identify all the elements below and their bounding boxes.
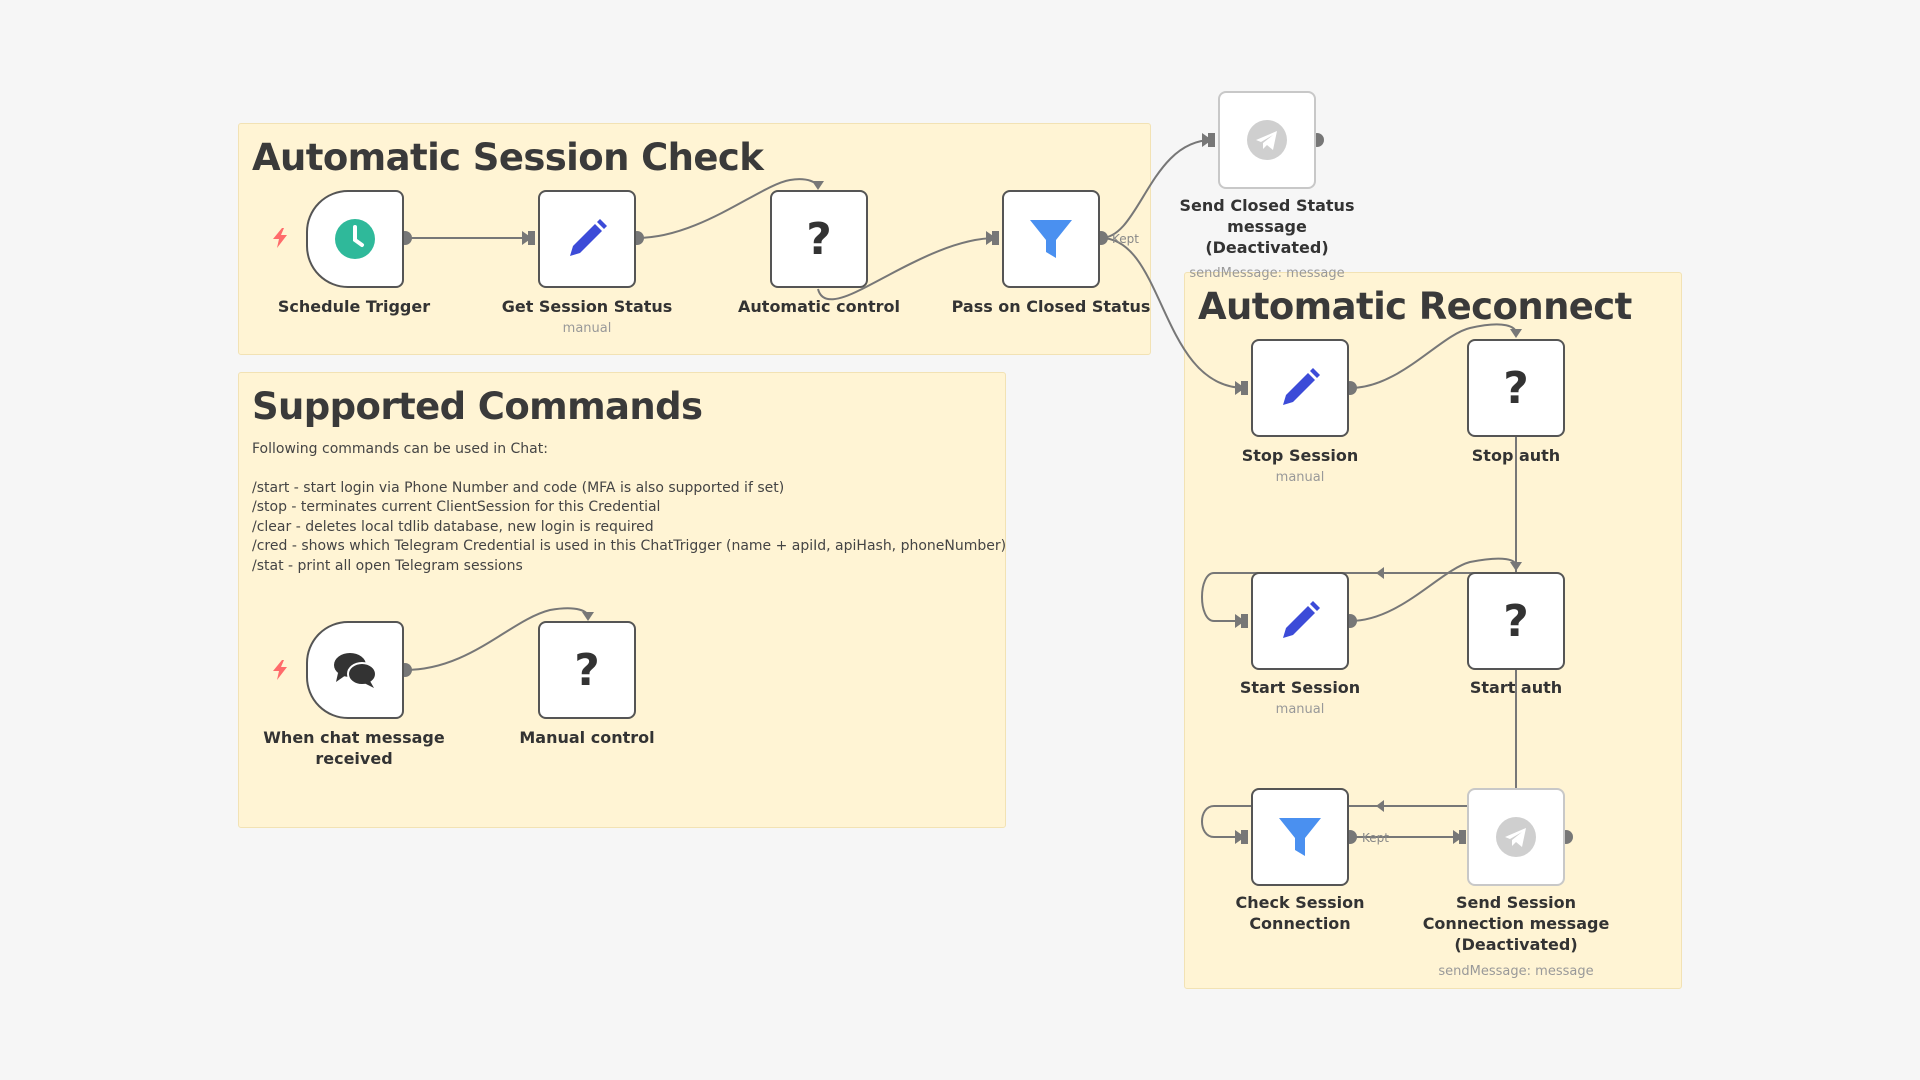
- node-pass-on-closed-status[interactable]: [1002, 190, 1100, 288]
- node-stop-auth[interactable]: ?: [1467, 339, 1565, 437]
- edge-label-kept-2: Kept: [1362, 831, 1389, 845]
- group-title: Automatic Session Check: [252, 136, 764, 179]
- node-label: Stop Session: [1241, 446, 1359, 465]
- edge-start-session-to-start-auth: [1349, 557, 1517, 622]
- node-label: Automatic control: [738, 297, 900, 316]
- node-subtitle: sendMessage: message: [1438, 964, 1594, 979]
- node-start-auth[interactable]: ?: [1467, 572, 1565, 670]
- edge-label-kept-1: Kept: [1112, 232, 1139, 246]
- node-subtitle: manual: [1275, 702, 1325, 717]
- node-schedule-trigger[interactable]: [306, 190, 404, 288]
- commands-intro: Following commands can be used in Chat:: [252, 441, 548, 457]
- label-line: Connection message: [1422, 914, 1610, 933]
- command-clear: /clear - deletes local tdlib database, n…: [252, 518, 654, 535]
- command-stop: /stop - terminates current ClientSession…: [252, 499, 661, 516]
- command-cred: /cred - shows which Telegram Credential …: [252, 538, 1007, 555]
- question-icon: ?: [806, 213, 832, 265]
- edge-chat-to-manual-control: [404, 607, 589, 671]
- pencil-icon: [570, 219, 607, 256]
- node-label: Manual control: [519, 728, 655, 747]
- pencil-icon: [1283, 368, 1320, 405]
- group-title: Automatic Reconnect: [1198, 285, 1632, 328]
- edge-loop-into-check-session: [1201, 805, 1384, 838]
- node-manual-control[interactable]: ?: [538, 621, 636, 719]
- label-line: Check Session: [1235, 893, 1365, 912]
- question-icon: ?: [1503, 595, 1529, 647]
- command-start: /start - start login via Phone Number an…: [252, 479, 785, 496]
- label-line: When chat message: [263, 728, 445, 747]
- node-label: Start auth: [1469, 678, 1563, 697]
- trigger-bolt-icon: [273, 660, 287, 680]
- node-label: Pass on Closed Status: [951, 297, 1151, 316]
- node-send-closed-status[interactable]: [1218, 91, 1316, 189]
- clock-icon: [335, 219, 375, 259]
- node-label-multiline: Send Closed Status message (Deactivated): [1167, 195, 1367, 258]
- node-subtitle: sendMessage: message: [1189, 266, 1345, 281]
- telegram-icon: [1496, 817, 1536, 857]
- label-line: message: [1227, 217, 1307, 236]
- node-label-multiline: Check Session Connection: [1200, 892, 1400, 934]
- group-title: Supported Commands: [252, 385, 703, 428]
- label-line: Send Closed Status: [1179, 196, 1355, 215]
- question-icon: ?: [574, 644, 600, 696]
- edge-loop-into-start-session: [1201, 572, 1384, 622]
- edge-filter-to-send-closed: [1100, 139, 1213, 239]
- pencil-icon: [1283, 601, 1320, 638]
- node-chat-trigger[interactable]: [306, 621, 404, 719]
- command-stat: /stat - print all open Telegram sessions: [252, 557, 523, 574]
- group-supported-commands[interactable]: Supported Commands Following commands ca…: [238, 372, 1006, 828]
- node-stop-session[interactable]: [1251, 339, 1349, 437]
- node-subtitle: manual: [562, 321, 612, 336]
- trigger-bolt-icon: [273, 228, 287, 248]
- chat-bubbles-icon: [334, 653, 377, 688]
- node-subtitle: manual: [1275, 470, 1325, 485]
- commands-description: Following commands can be used in Chat: …: [252, 440, 1006, 577]
- label-line: Send Session: [1455, 893, 1577, 912]
- node-start-session[interactable]: [1251, 572, 1349, 670]
- node-label-multiline: When chat message received: [254, 727, 454, 769]
- label-line: Connection: [1249, 914, 1351, 933]
- label-line: (Deactivated): [1205, 238, 1329, 257]
- edge-automatic-control-to-filter: [817, 237, 997, 301]
- edge-stop-session-to-stop-auth: [1349, 323, 1517, 389]
- node-label: Stop auth: [1471, 446, 1561, 465]
- node-label: Get Session Status: [501, 297, 673, 316]
- node-automatic-control[interactable]: ?: [770, 190, 868, 288]
- edge-filter-to-stop-session: [1100, 237, 1246, 389]
- question-icon: ?: [1503, 362, 1529, 414]
- node-label: Schedule Trigger: [277, 297, 431, 316]
- node-send-session-connection[interactable]: [1467, 788, 1565, 886]
- telegram-icon: [1247, 120, 1287, 160]
- node-check-session-connection[interactable]: [1251, 788, 1349, 886]
- filter-icon: [1030, 220, 1072, 258]
- label-line: (Deactivated): [1454, 935, 1578, 954]
- node-label: Start Session: [1239, 678, 1361, 697]
- label-line: received: [315, 749, 393, 768]
- node-label-multiline: Send Session Connection message (Deactiv…: [1416, 892, 1616, 955]
- node-get-session-status[interactable]: [538, 190, 636, 288]
- filter-icon: [1279, 818, 1321, 856]
